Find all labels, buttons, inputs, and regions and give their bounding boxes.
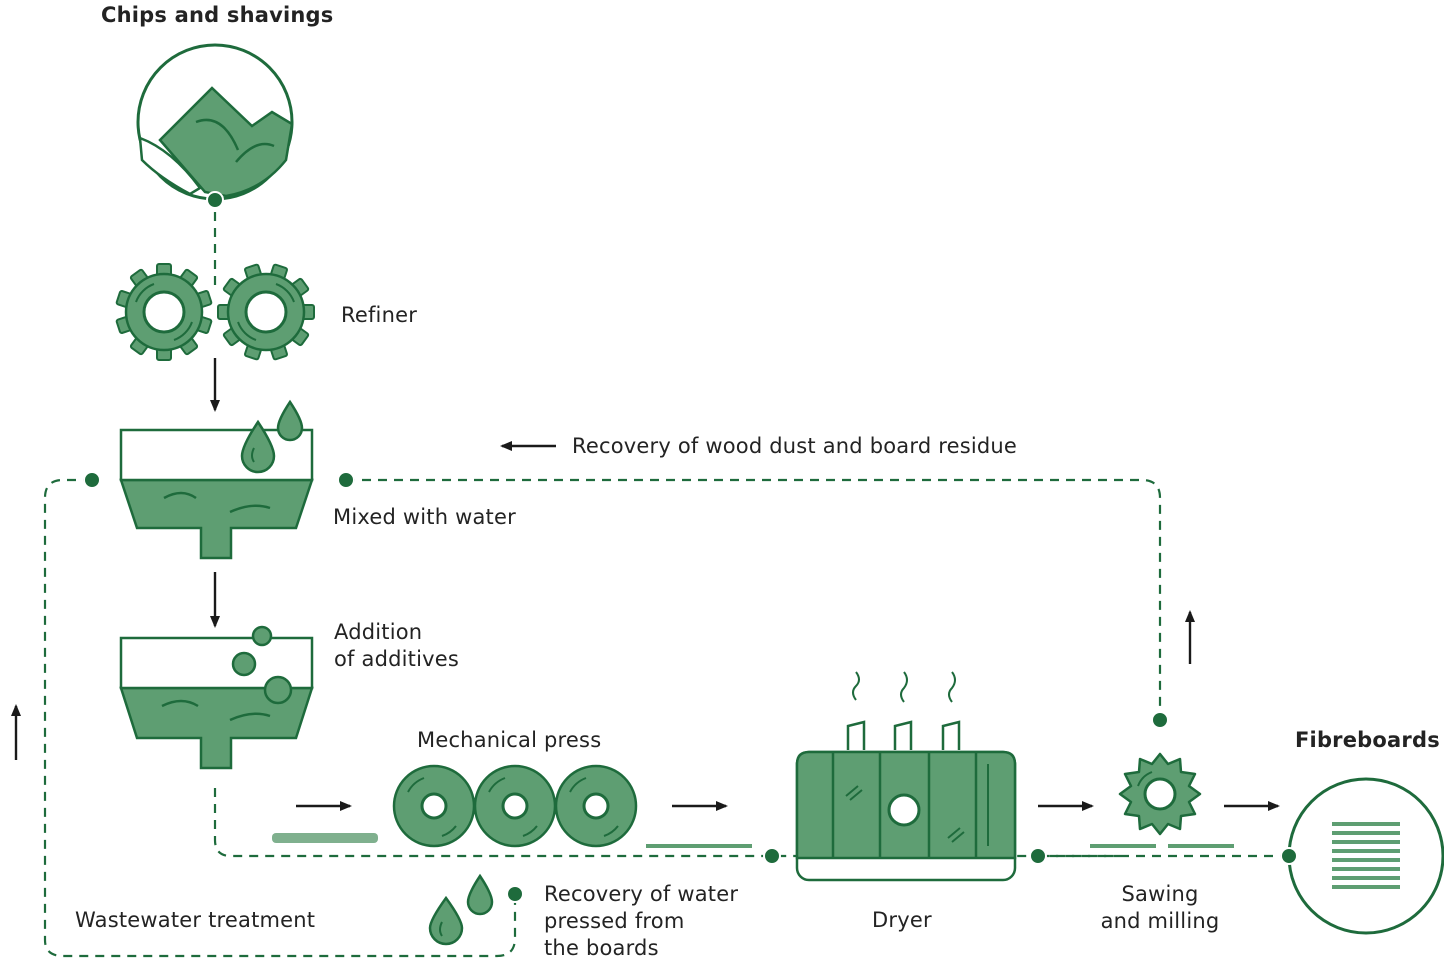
recovery-water-line-3: the boards [544, 936, 659, 960]
sawing-label-line-2: and milling [1100, 909, 1220, 933]
sawing-label-line-1: Sawing [1121, 882, 1199, 906]
press-rollers-icon [272, 764, 781, 865]
additives-label-line-1: Addition [334, 620, 423, 644]
refiner-label: Refiner [341, 303, 418, 327]
gears-icon [115, 263, 315, 361]
water-tank-icon [83, 399, 355, 560]
flow-lines [43, 212, 1288, 958]
mechanical-press-label: Mechanical press [417, 728, 602, 752]
chips-label: Chips and shavings [101, 3, 334, 27]
wood-chips-icon [136, 43, 294, 209]
dryer-label: Dryer [872, 908, 932, 932]
additives-label-line-2: of additives [334, 647, 460, 671]
recovery-water-label: Recovery of water pressed from the board… [544, 881, 738, 962]
circular-saw-icon [1090, 711, 1234, 848]
recovery-water-line-2: pressed from [544, 909, 685, 933]
recovery-dust-label: Recovery of wood dust and board residue [572, 434, 1018, 458]
water-drops-icon [428, 873, 524, 946]
mixed-with-water-label: Mixed with water [333, 505, 516, 529]
fibreboard-stack-icon [1280, 777, 1444, 935]
sawing-label: Sawing and milling [1090, 881, 1230, 935]
recovery-water-line-1: Recovery of water [544, 882, 739, 906]
fibreboards-label: Fibreboards [1295, 728, 1440, 752]
wastewater-label: Wastewater treatment [75, 908, 316, 932]
dryer-oven-icon [795, 671, 1047, 882]
additives-tank-icon [119, 625, 314, 770]
flow-arrows [11, 358, 1280, 811]
additives-label: Addition of additives [334, 619, 459, 673]
